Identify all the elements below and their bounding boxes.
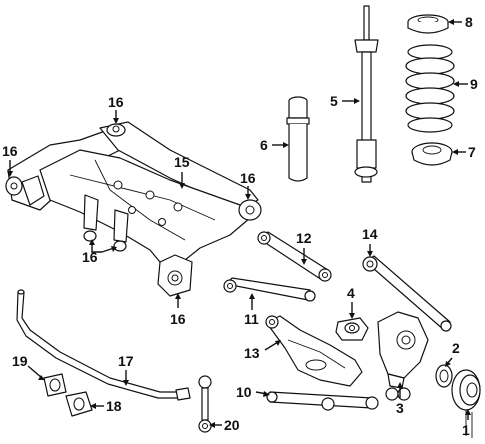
bushing-bracket-part: [65, 391, 93, 417]
callout-12: 12: [296, 230, 312, 246]
callout-5: 5: [330, 93, 338, 109]
callout-9: 9: [470, 76, 478, 92]
lower-link-part: [223, 277, 316, 302]
callout-10: 10: [236, 384, 252, 400]
lower-control-arm-part: [265, 315, 363, 387]
coil-spring-part: [405, 44, 455, 133]
callout-6: 6: [260, 137, 268, 153]
spring-upper-seat-part: [407, 14, 449, 34]
callout-4: 4: [347, 285, 355, 301]
bump-stop-part: [286, 96, 310, 182]
callout-2: 2: [452, 340, 460, 356]
callout-17: 17: [118, 353, 134, 369]
callout-18: 18: [106, 398, 122, 414]
callout-11: 11: [244, 311, 259, 327]
callout-16-lower: 16: [82, 249, 98, 265]
mount-bushing-part: [335, 317, 369, 341]
knuckle-part: [377, 311, 429, 401]
callout-3: 3: [396, 400, 404, 416]
subframe-part: [5, 121, 262, 297]
callout-16-left: 16: [2, 143, 18, 159]
callout-15: 15: [174, 154, 190, 170]
wheel-hub-part: [451, 369, 481, 438]
stabilizer-bar-part: [16, 289, 191, 401]
callout-19: 19: [12, 353, 28, 369]
callout-16-right: 16: [240, 170, 256, 186]
stabilizer-bushing-part: [43, 373, 67, 397]
callout-8: 8: [465, 14, 473, 30]
callout-7: 7: [468, 144, 476, 160]
shock-absorber-part: [354, 5, 379, 183]
wheel-bearing-part: [435, 364, 453, 388]
upper-control-arm-part: [257, 231, 332, 282]
stabilizer-link-part: [198, 375, 212, 433]
callout-16-bottom: 16: [170, 311, 186, 327]
callout-1: 1: [462, 422, 470, 438]
spring-lower-seat-part: [411, 142, 453, 166]
callout-14: 14: [362, 226, 378, 242]
toe-link-part: [266, 391, 379, 411]
callout-13: 13: [244, 345, 260, 361]
callout-20: 20: [224, 417, 240, 433]
callout-16-top: 16: [108, 94, 124, 110]
